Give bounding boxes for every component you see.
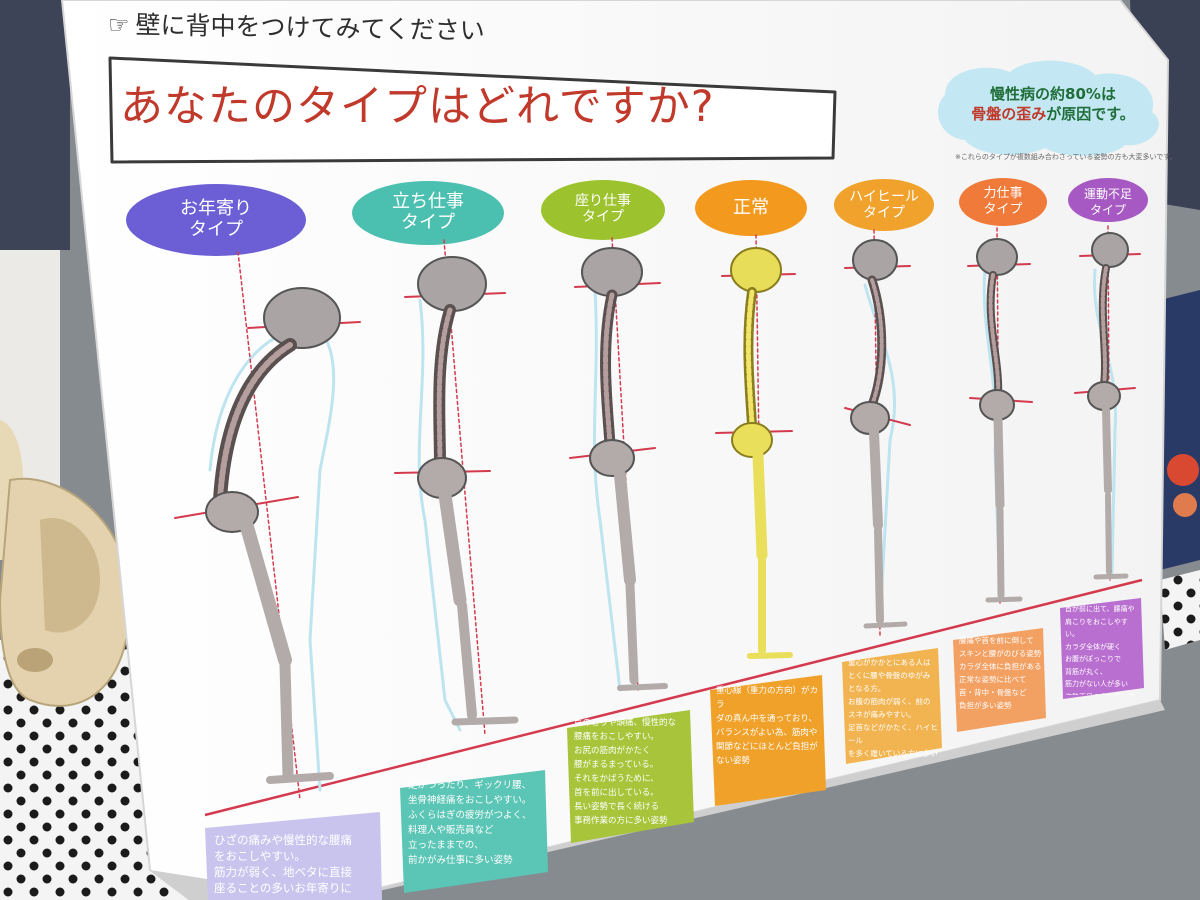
callout-text: 慢性病の約80%は 骨盤の歪みが原因です。 xyxy=(948,84,1158,124)
callout-cloud xyxy=(937,60,1159,156)
type-label-physical: 力仕事 タイプ xyxy=(983,186,1023,217)
footnote: ※これらのタイプが複数組み合わさっている姿勢の方も大変多いです。 xyxy=(955,153,1177,161)
type-label-sitting: 座り仕事 タイプ xyxy=(575,193,631,225)
oval-sitting xyxy=(541,180,665,240)
background-wall-dark xyxy=(0,0,70,250)
instruction-label: 壁に背中をつけてみてください xyxy=(135,10,485,46)
box-sitting xyxy=(567,710,694,843)
oval-oldage xyxy=(126,184,306,256)
type-label-exercise: 運動不足 タイプ xyxy=(1083,187,1132,217)
desc-physical: 腰痛や首を前に倒して スキンと腰がのびる姿勢 カラダ全体に負担がある 正常な姿勢… xyxy=(959,636,1042,710)
skeleton-standing xyxy=(394,239,519,736)
oval-highheel xyxy=(834,179,934,231)
box-exercise xyxy=(1060,598,1144,699)
callout-highlight: 骨盤の歪み xyxy=(971,105,1047,123)
skeleton-physical xyxy=(967,227,1033,606)
orange-toy xyxy=(1173,493,1197,517)
instruction-text: ☞壁に背中をつけてみてください xyxy=(108,5,485,48)
type-label-highheel: ハイヒール タイプ xyxy=(849,189,919,221)
background-object-blue xyxy=(1160,290,1200,570)
desc-exercise: 首が前に出て、腰痛や 肩こりをおこしやすい。 カラダ全体が硬く お腹がぽっこりで… xyxy=(1065,605,1135,695)
desc-highheel: 重心がかかとにある人は とくに腰や骨盤のゆがみ となる方。 お腹の筋肉が弱く、前… xyxy=(848,658,938,758)
oval-exercise xyxy=(1068,178,1148,222)
box-oldage xyxy=(205,812,382,900)
box-physical xyxy=(953,628,1046,732)
type-label-normal: 正常 xyxy=(733,197,769,218)
right-polka-cloth xyxy=(1160,570,1200,650)
skeleton-exercise xyxy=(1074,225,1141,581)
red-toy xyxy=(1167,454,1199,486)
pointing-hand-icon: ☞ xyxy=(108,10,130,40)
desc-sitting: 首のこりや頭痛、慢性的な 腰痛をおこしやすい。 お尻の筋肉がかたく 腰がまるまっ… xyxy=(574,718,677,826)
desc-standing: 足がつったり、ギックリ腰、 坐骨神経痛をおこしやすい。 ふくらはぎの疲労がつよく… xyxy=(408,780,532,866)
skeleton-normal xyxy=(715,234,796,661)
oval-physical xyxy=(959,178,1047,226)
title-frame xyxy=(108,56,837,164)
box-highheel xyxy=(842,648,942,764)
type-label-standing: 立ち仕事 タイプ xyxy=(392,191,464,233)
skeleton-oldage xyxy=(174,251,361,801)
oval-normal xyxy=(695,180,807,236)
box-standing xyxy=(400,770,548,893)
oval-standing xyxy=(352,181,504,245)
callout-line1: 慢性病の約80%は xyxy=(990,85,1116,103)
floor-line xyxy=(204,578,1143,817)
skeleton-sitting xyxy=(569,237,668,692)
type-label-oldage: お年寄り タイプ xyxy=(180,198,252,240)
callout-line2-rest: が原因です。 xyxy=(1046,105,1135,123)
box-normal xyxy=(710,675,826,806)
page-title: あなたのタイプはどれですか? xyxy=(120,82,715,132)
skeleton-highheel xyxy=(844,229,911,636)
desc-oldage: ひざの痛みや慢性的な腰痛 をおこしやすい。 筋力が弱く、地ベタに直接 座ることの… xyxy=(214,833,352,898)
pelvis-model xyxy=(0,420,132,707)
desc-normal: 重心線（重力の方向）がカラ ダの真ん中を通っており、 バランスがよい為、筋肉や … xyxy=(716,686,819,766)
